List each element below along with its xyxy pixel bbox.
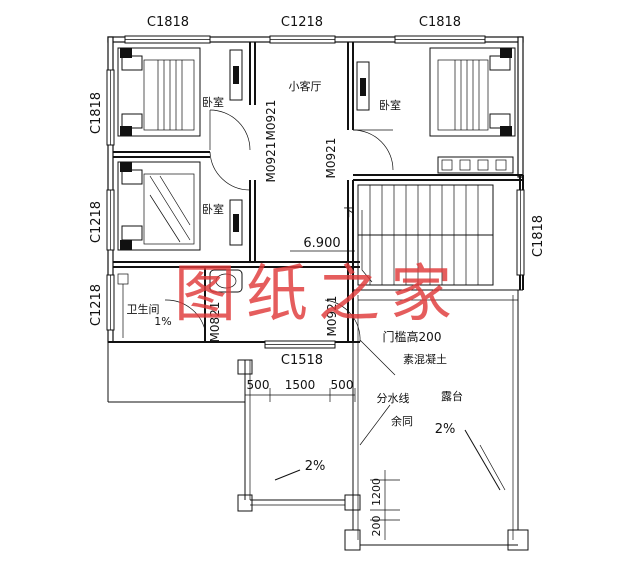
window-marks [106, 35, 525, 349]
door-label-terrace: M0921 [325, 296, 339, 337]
threshold-note: 门槛高200 [383, 329, 442, 344]
bed-right [429, 47, 516, 137]
terrace-label: 露台 [441, 389, 463, 403]
slope-balcony: 2% [305, 459, 326, 474]
bathroom-fixtures [117, 269, 243, 338]
dim-500-left: 500 [247, 378, 270, 392]
window-label-left-lower: C1218 [89, 284, 104, 326]
stair-down-label: 下 [344, 206, 355, 219]
concrete-note: 素混凝土 [403, 352, 447, 366]
door-swings [164, 109, 394, 343]
door-label-right: M0921 [324, 138, 338, 179]
bed-lower-left [117, 161, 201, 251]
balcony [237, 359, 345, 512]
room-label-bedroom-right: 卧室 [379, 98, 401, 112]
room-label-bedroom-upper-left: 卧室 [202, 95, 224, 109]
room-label-bathroom: 卫生间 [127, 302, 160, 316]
bed-upper-left [117, 47, 201, 137]
dim-1200: 1200 [370, 478, 383, 506]
door-label-left-a: M0921 [264, 142, 278, 183]
dim-1500: 1500 [285, 378, 316, 392]
drain-same-label: 余同 [391, 414, 413, 428]
dim-500-right: 500 [331, 378, 354, 392]
wardrobes [229, 49, 514, 246]
window-label-top-right: C1818 [419, 15, 461, 30]
elevation-label: 6.900 [303, 236, 340, 251]
window-label-top-mid: C1218 [281, 15, 323, 30]
window-label-left-upper: C1818 [89, 92, 104, 134]
watermark: 图纸之家 [174, 257, 462, 330]
stairs [357, 184, 494, 286]
door-label-left-b: M0921 [264, 100, 278, 141]
room-label-bedroom-lower-left: 卧室 [202, 202, 224, 216]
terrace [344, 290, 529, 551]
window-label-right: C1818 [531, 215, 546, 257]
dimension-lines [244, 388, 400, 540]
door-label-bathroom: M0821 [208, 302, 222, 343]
drainage-lines [274, 339, 506, 491]
window-label-top-left: C1818 [147, 15, 189, 30]
window-label-bottom: C1518 [281, 353, 323, 368]
slope-terrace: 2% [435, 422, 456, 437]
drain-line-label: 分水线 [377, 391, 410, 405]
dim-200: 200 [370, 516, 383, 537]
room-label-small-living: 小客厅 [289, 79, 322, 93]
slope-bath: 1% [154, 315, 171, 328]
window-label-left-mid: C1218 [89, 201, 104, 243]
